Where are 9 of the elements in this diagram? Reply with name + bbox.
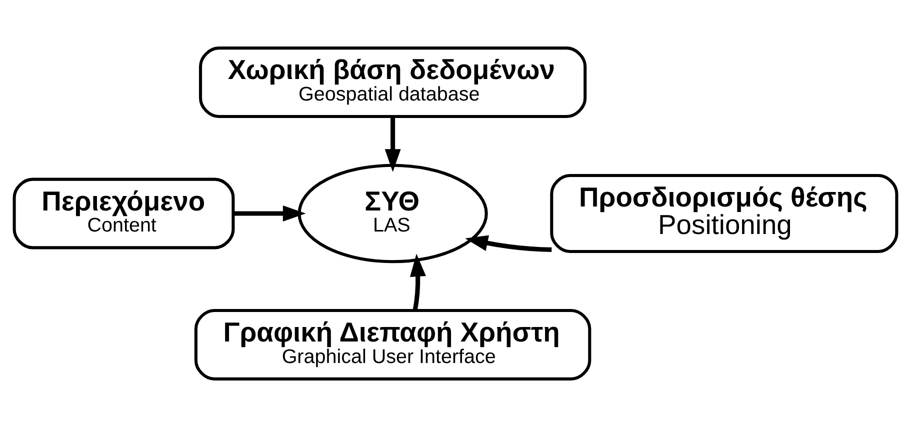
node-box: Γραφική Διεπαφή Χρήστη Graphical User Interface	[194, 309, 592, 380]
node-box: Χωρική βάση δεδομένων Geospatial database	[198, 46, 587, 118]
arrow	[410, 254, 426, 311]
arrow	[234, 206, 306, 222]
node-ellipse: ΣΥΘ LAS	[298, 164, 488, 264]
arrow	[465, 235, 552, 252]
arrow	[384, 116, 401, 172]
node-box: Προσδιορισμός θέσης Positioning	[550, 174, 898, 254]
node-box: Περιεχόμενο Content	[12, 178, 235, 250]
